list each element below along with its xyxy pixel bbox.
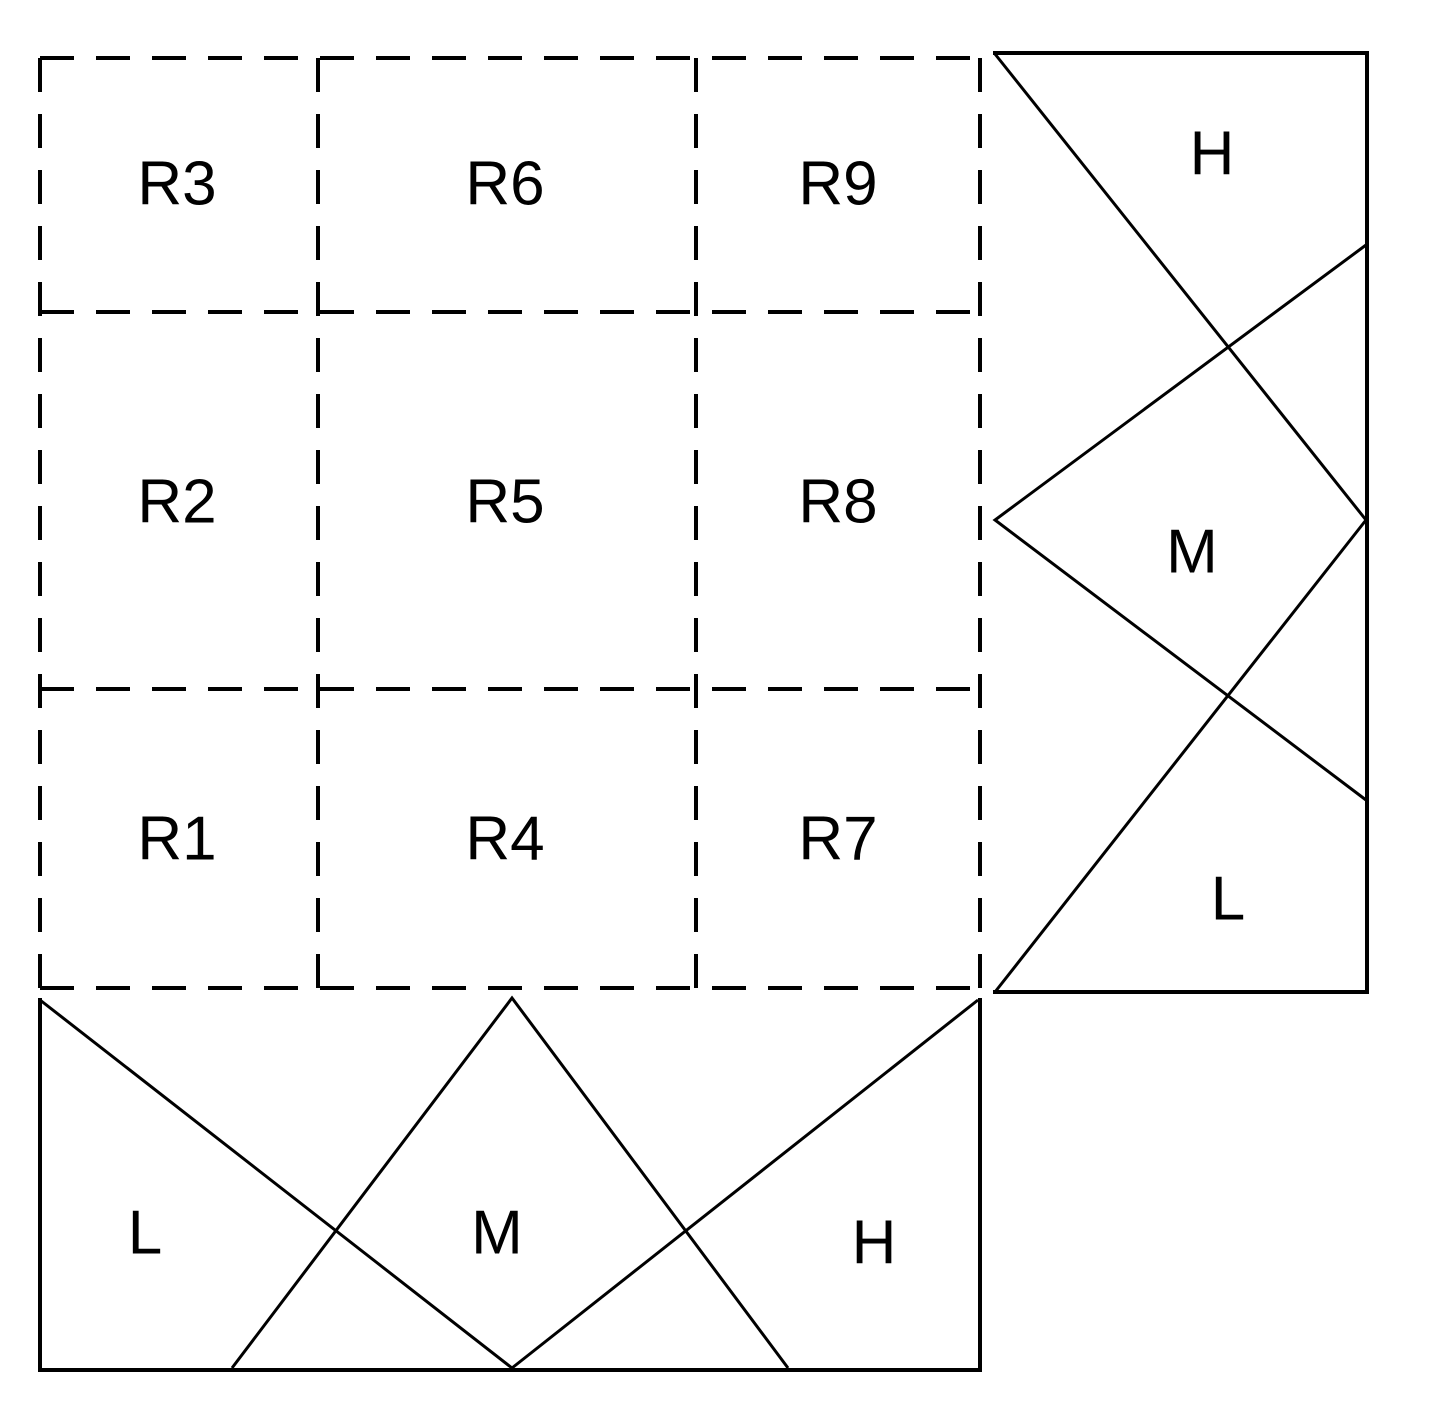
bottom-set-low-line: [39, 998, 513, 1370]
bottom-set-high-line: [511, 998, 979, 1370]
bottom-set-label: H: [852, 1208, 897, 1277]
right-set-label: H: [1190, 119, 1235, 188]
right-set-low-line: [993, 519, 1368, 993]
bottom-set-medium-line: [230, 995, 790, 1369]
bottom-membership-panel: L M H: [38, 995, 982, 1372]
bottom-panel-frame: [38, 998, 982, 1372]
rule-cell-label: R5: [465, 467, 544, 536]
right-membership-panel: H M L: [992, 51, 1369, 994]
right-panel-frame: [993, 51, 1369, 994]
rule-cell-label: R4: [465, 804, 544, 873]
rule-cell-label: R6: [465, 149, 544, 218]
right-set-label: L: [1211, 864, 1245, 933]
rule-cell-label: R8: [798, 467, 877, 536]
right-set-label: M: [1166, 517, 1218, 586]
rule-cell-label: R9: [798, 149, 877, 218]
right-set-medium-line: [992, 243, 1367, 802]
rule-grid: [38, 56, 982, 990]
rule-labels: R3 R6 R9 R2 R5 R8 R1 R4 R7: [137, 149, 877, 873]
rule-cell-label: R7: [798, 804, 877, 873]
bottom-set-label: L: [128, 1198, 162, 1267]
rule-cell-label: R1: [137, 804, 216, 873]
bottom-set-label: M: [471, 1198, 523, 1267]
rule-cell-label: R3: [137, 149, 216, 218]
right-set-high-line: [993, 53, 1368, 521]
rule-cell-label: R2: [137, 467, 216, 536]
